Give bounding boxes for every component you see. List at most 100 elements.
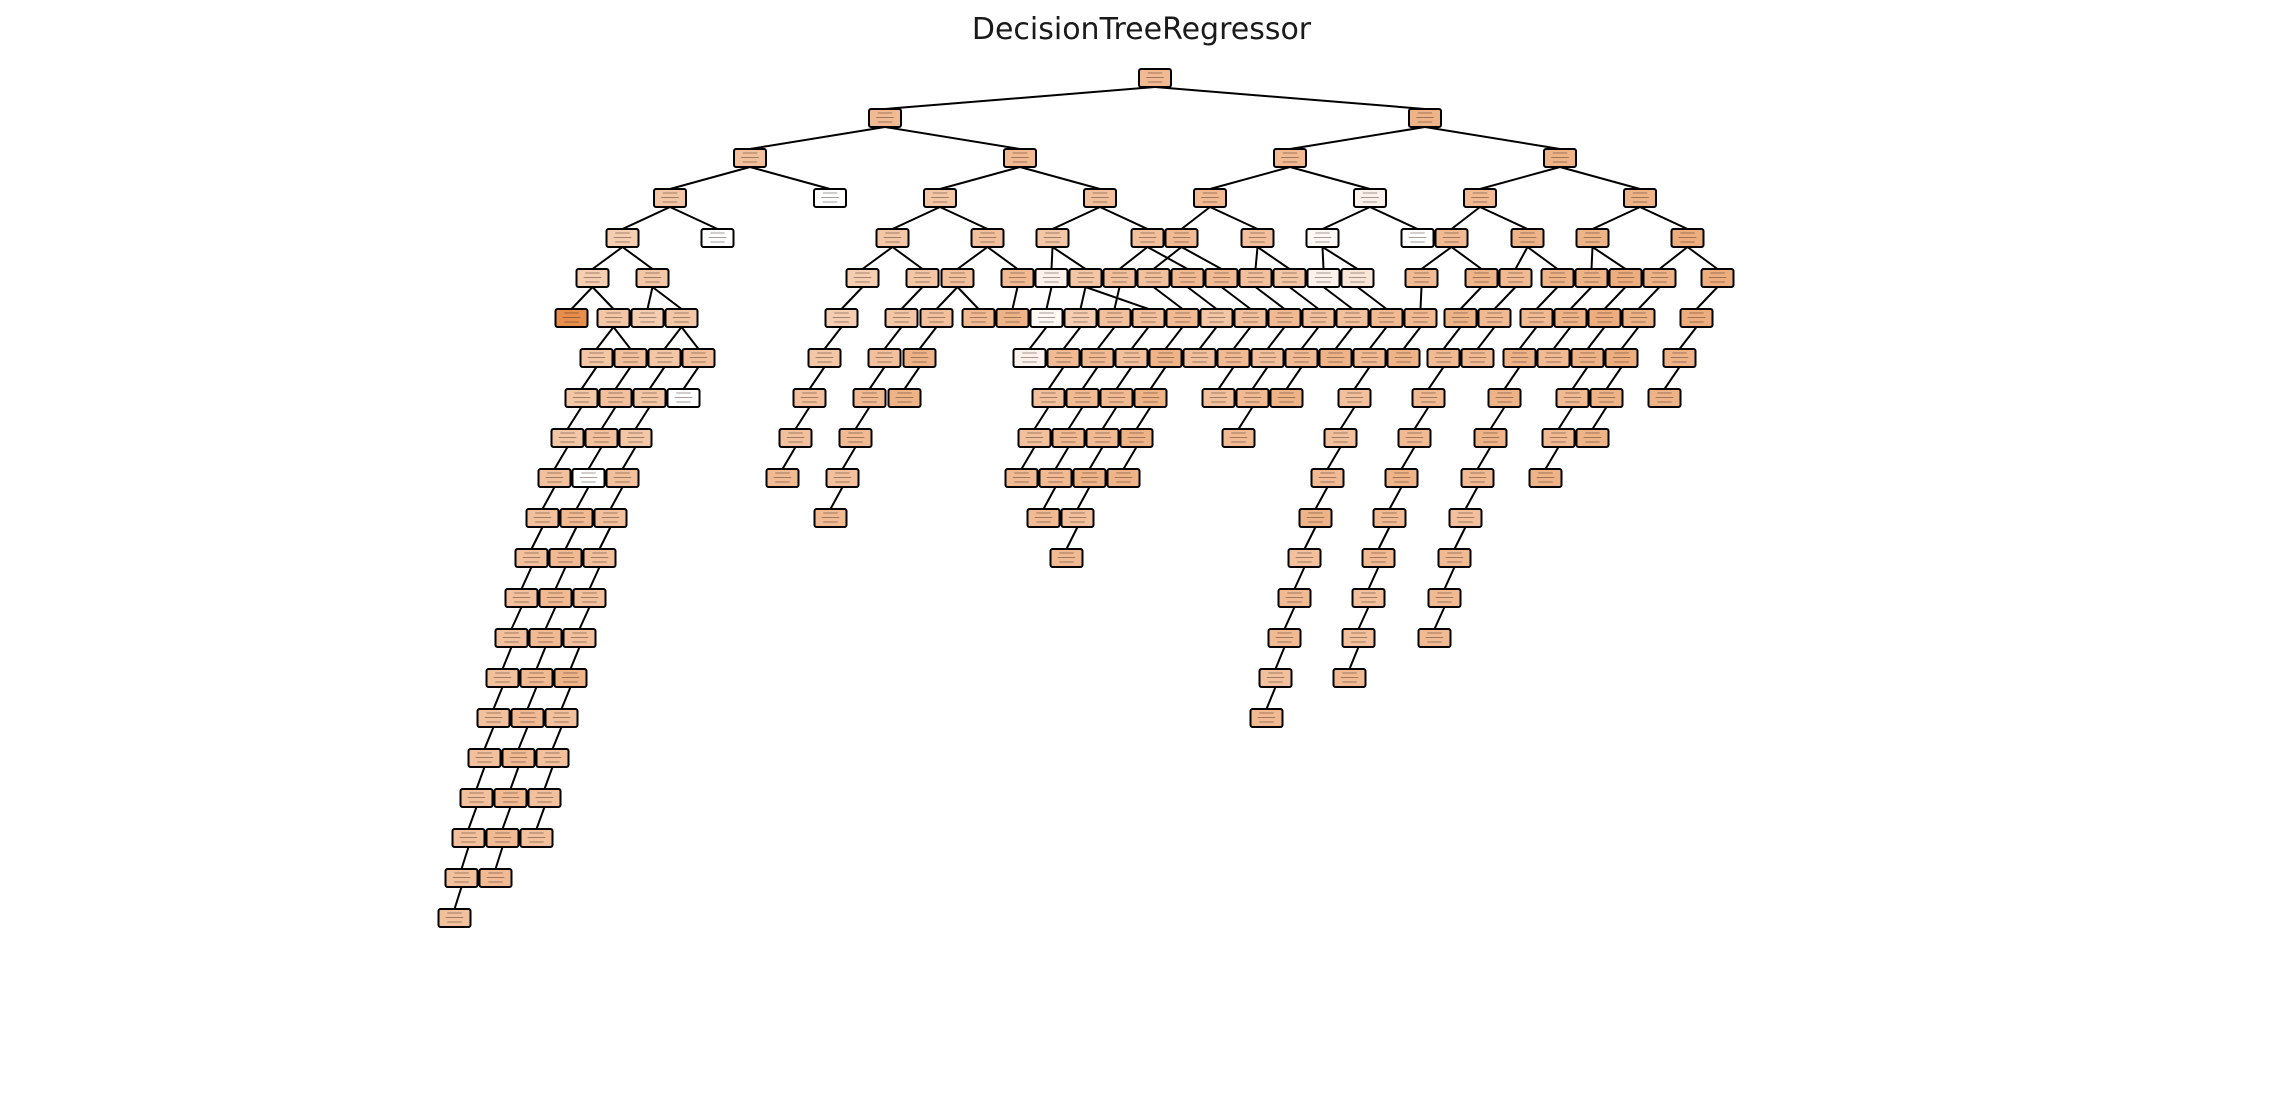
tree-node-box	[1426, 348, 1461, 368]
tree-node	[519, 828, 554, 848]
tree-node	[535, 748, 570, 768]
tree-node	[1102, 268, 1137, 288]
tree-node	[1085, 428, 1120, 448]
tree-node-box	[510, 708, 545, 728]
tree-node	[653, 188, 687, 208]
tree-edge	[1293, 566, 1306, 590]
tree-edge	[1357, 606, 1370, 630]
tree-edge	[530, 526, 544, 550]
tree-node-box	[1273, 148, 1307, 168]
tree-node	[1623, 188, 1657, 208]
tree-edge	[1450, 246, 1483, 270]
tree-node	[1575, 428, 1610, 448]
tree-node-box	[1487, 388, 1522, 408]
tree-node	[553, 668, 588, 688]
tree-edge	[591, 246, 624, 270]
tree-edge	[680, 326, 700, 350]
tree-edge	[560, 686, 572, 710]
tree-edge	[794, 406, 811, 430]
tree-node	[493, 788, 528, 808]
tree-edge	[1353, 366, 1371, 390]
tree-node	[875, 228, 910, 248]
tree-node	[1136, 268, 1171, 288]
tree-node	[1046, 348, 1081, 368]
tree-node	[1000, 268, 1035, 288]
tree-node-box	[792, 388, 827, 408]
tree-node-box	[1700, 268, 1735, 288]
tree-node-box	[1604, 348, 1639, 368]
tree-node	[1284, 348, 1319, 368]
tree-edge	[1400, 446, 1416, 470]
tree-node	[1575, 228, 1610, 248]
tree-edge	[1639, 206, 1688, 230]
tree-node-box	[1085, 428, 1120, 448]
tree-node	[605, 228, 640, 248]
tree-node-box	[579, 348, 614, 368]
tree-edge	[1076, 486, 1091, 510]
tree-edge	[1514, 246, 1529, 270]
tree-edge	[1067, 406, 1084, 430]
tree-node	[1341, 628, 1376, 648]
tree-node	[485, 668, 520, 688]
tree-node-box	[1351, 588, 1386, 608]
tree-node	[1464, 268, 1499, 288]
tree-edge	[1254, 286, 1286, 310]
tree-node	[825, 468, 860, 488]
tree-edge	[1052, 206, 1101, 230]
tree-node	[1372, 508, 1407, 528]
tree-node-box	[1397, 428, 1432, 448]
tree-node	[681, 348, 716, 368]
tree-edge	[501, 806, 512, 830]
tree-edge	[1101, 406, 1118, 430]
tree-node-box	[494, 628, 529, 648]
tree-node-box	[572, 588, 607, 608]
tree-node	[1012, 348, 1047, 368]
tree-edge	[551, 726, 563, 750]
tree-node-box	[1164, 228, 1199, 248]
tree-node-box	[525, 508, 560, 528]
tree-edge	[543, 766, 554, 790]
tree-node-box	[852, 388, 887, 408]
tree-node-box	[765, 468, 800, 488]
tree-node	[1310, 468, 1345, 488]
tree-node	[940, 268, 975, 288]
tree-edge	[1479, 206, 1528, 230]
tree-edge	[1459, 286, 1483, 310]
tree-node	[852, 388, 887, 408]
tree-edge	[956, 286, 980, 310]
tree-node-box	[571, 468, 606, 488]
tree-node-box	[451, 828, 486, 848]
tree-node-box	[1277, 588, 1312, 608]
tree-node-box	[564, 388, 599, 408]
tree-node-box	[1235, 388, 1270, 408]
tree-node-box	[478, 868, 513, 888]
tree-node	[1498, 268, 1533, 288]
tree-node-box	[884, 308, 919, 328]
tree-edge	[1591, 406, 1608, 430]
tree-node	[584, 428, 619, 448]
tree-edge	[1042, 486, 1057, 510]
tree-edge	[1569, 286, 1593, 310]
tree-node-box	[1170, 268, 1205, 288]
tree-node-box	[559, 508, 594, 528]
tree-node-box	[664, 308, 699, 328]
tree-edge	[1256, 246, 1291, 270]
tree-node-box	[940, 268, 975, 288]
tree-node-box	[813, 188, 847, 208]
tree-node	[1361, 548, 1396, 568]
tree-edge	[1658, 246, 1689, 270]
tree-edge	[1427, 366, 1445, 390]
tree-node	[1305, 228, 1340, 248]
tree-edge	[663, 326, 683, 350]
tree-edge	[1605, 366, 1623, 390]
tree-node	[1106, 468, 1141, 488]
tree-node-box	[1068, 268, 1103, 288]
tree-node	[1272, 268, 1307, 288]
tree-node-box	[1528, 468, 1563, 488]
tree-edge	[939, 166, 1021, 190]
tree-edge	[1115, 366, 1133, 390]
tree-node-box	[1031, 388, 1066, 408]
tree-edge	[861, 246, 894, 270]
tree-edge	[1274, 646, 1286, 670]
tree-edge	[510, 606, 523, 630]
